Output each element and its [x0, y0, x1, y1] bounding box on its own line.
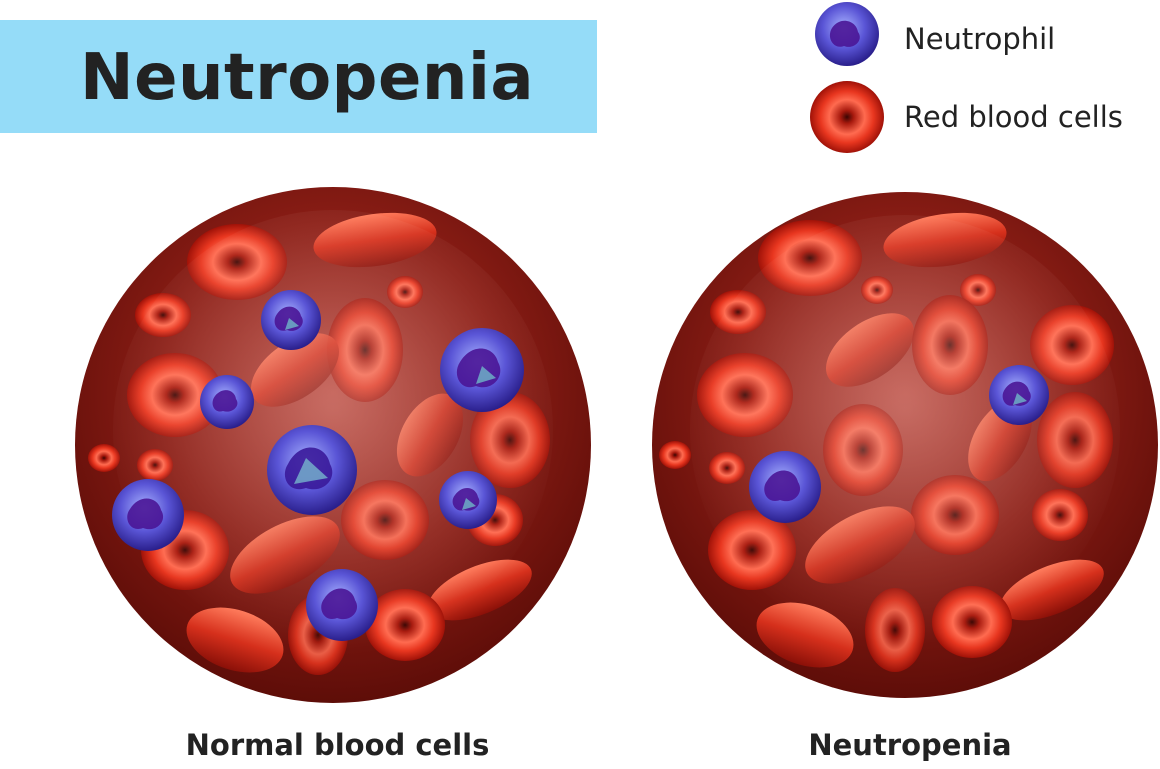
page-title: Neutropenia: [80, 41, 535, 115]
neutrophil-cell: [200, 375, 254, 429]
caption-neutropenia: Neutropenia: [808, 728, 1012, 762]
neutrophil-cell: [440, 328, 524, 412]
red-blood-cell-icon: [810, 81, 884, 153]
legend-neutrophil: Neutrophil: [808, 0, 1055, 78]
neutrophil-cell: [112, 479, 184, 551]
neutrophil-cell: [306, 569, 378, 641]
neutrophil-cell: [261, 290, 321, 350]
caption-normal-blood-cells: Normal blood cells: [185, 728, 490, 762]
normal-blood-panel: [75, 187, 591, 703]
legend-neutrophil-label: Neutrophil: [904, 22, 1056, 56]
legend-red-blood-cells: Red blood cells: [808, 78, 1123, 156]
neutrophils-normal: [112, 290, 524, 641]
neutropenia-panel: [652, 192, 1158, 698]
neutrophil-cell: [267, 425, 357, 515]
neutrophil-cell: [439, 471, 497, 529]
neutrophil-cell: [749, 451, 821, 523]
neutrophil-cell: [989, 365, 1049, 425]
title-banner: Neutropenia: [0, 20, 597, 133]
neutrophils-neutropenia: [749, 365, 1049, 523]
legend-red-blood-cells-label: Red blood cells: [904, 100, 1123, 134]
neutrophil-cell-icon: [815, 2, 879, 66]
